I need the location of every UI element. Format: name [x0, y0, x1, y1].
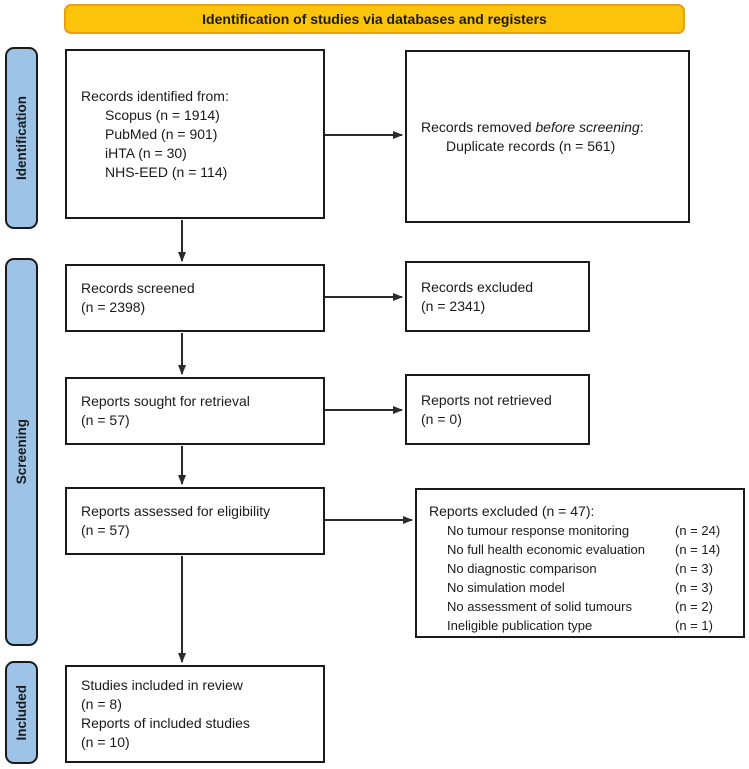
studies-included-count: (n = 8) — [81, 696, 122, 712]
reports-assessed-count: (n = 57) — [81, 522, 130, 538]
records-screened-line1: Records screened — [81, 280, 195, 296]
box-reports-not-retrieved: Reports not retrieved (n = 0) — [405, 374, 590, 445]
reports-not-retrieved-line1: Reports not retrieved — [421, 391, 552, 408]
exclusion-reason-row: Ineligible publication type (n = 1) — [417, 616, 743, 635]
box-records-screened: Records screened (n = 2398) — [65, 264, 325, 332]
exclusion-reason-row: No simulation model (n = 3) — [417, 578, 743, 597]
exclusion-reason-count: (n = 24) — [675, 523, 721, 538]
stage-screening-label: Screening — [14, 419, 29, 485]
records-excluded-line1: Records excluded — [421, 278, 534, 295]
stage-identification-label: Identification — [14, 96, 29, 180]
reports-sought-count: (n = 57) — [81, 412, 130, 428]
stage-included: Included — [5, 661, 38, 764]
exclusion-reason-count: (n = 14) — [675, 542, 721, 557]
reports-not-retrieved-count: (n = 0) — [421, 410, 462, 427]
stage-screening: Screening — [5, 258, 38, 646]
exclusion-reason-label: No tumour response monitoring — [447, 523, 630, 538]
records-identified-source: Scopus (n = 1914) — [105, 106, 220, 123]
reports-excluded-title: Reports excluded (n = 47): — [429, 503, 595, 519]
records-removed-suffix: : — [639, 118, 644, 135]
records-identified-title: Records identified from: — [81, 87, 229, 104]
records-identified-source: NHS-EED (n = 114) — [105, 163, 228, 180]
box-records-removed: Records removed before screening: Duplic… — [405, 50, 690, 223]
box-records-excluded: Records excluded (n = 2341) — [405, 261, 590, 332]
records-removed-detail: Duplicate records (n = 561) — [446, 137, 616, 154]
box-records-identified: Records identified from: Scopus (n = 191… — [65, 49, 325, 219]
records-excluded-count: (n = 2341) — [421, 297, 486, 314]
exclusion-reason-row: No diagnostic comparison (n = 3) — [417, 559, 743, 578]
stage-identification: Identification — [5, 47, 38, 229]
records-removed-prefix: Records removed — [421, 118, 536, 135]
exclusion-reason-label: No simulation model — [447, 580, 565, 595]
exclusion-reason-label: Ineligible publication type — [447, 618, 593, 633]
exclusion-reason-count: (n = 3) — [675, 561, 713, 576]
exclusion-reason-count: (n = 2) — [675, 599, 713, 614]
records-screened-count: (n = 2398) — [81, 299, 146, 315]
exclusion-reason-row: No assessment of solid tumours (n = 2) — [417, 597, 743, 616]
exclusion-reason-label: No full health economic evaluation — [447, 542, 646, 557]
reports-included-count: (n = 10) — [81, 734, 130, 750]
records-removed-italic: before screening — [535, 118, 640, 135]
reports-included-line: Reports of included studies — [81, 715, 250, 731]
records-identified-source: iHTA (n = 30) — [105, 144, 187, 161]
box-reports-assessed: Reports assessed for eligibility (n = 57… — [65, 487, 325, 555]
records-identified-source: PubMed (n = 901) — [105, 125, 218, 142]
box-studies-included: Studies included in review (n = 8) Repor… — [65, 665, 325, 763]
exclusion-reason-count: (n = 3) — [675, 580, 713, 595]
studies-included-line: Studies included in review — [81, 677, 243, 693]
reports-assessed-line1: Reports assessed for eligibility — [81, 503, 271, 519]
box-reports-excluded: Reports excluded (n = 47): No tumour res… — [415, 488, 745, 638]
exclusion-reason-label: No assessment of solid tumours — [447, 599, 632, 614]
banner-title: Identification of studies via databases … — [64, 4, 685, 34]
stage-included-label: Included — [14, 684, 29, 741]
exclusion-reason-count: (n = 1) — [675, 618, 713, 633]
exclusion-reason-row: No tumour response monitoring (n = 24) — [417, 521, 743, 540]
box-reports-sought: Reports sought for retrieval (n = 57) — [65, 377, 325, 445]
exclusion-reason-label: No diagnostic comparison — [447, 561, 597, 576]
records-removed-title: Records removed before screening: — [407, 118, 688, 137]
exclusion-reason-row: No full health economic evaluation (n = … — [417, 540, 743, 559]
reports-sought-line1: Reports sought for retrieval — [81, 393, 250, 409]
